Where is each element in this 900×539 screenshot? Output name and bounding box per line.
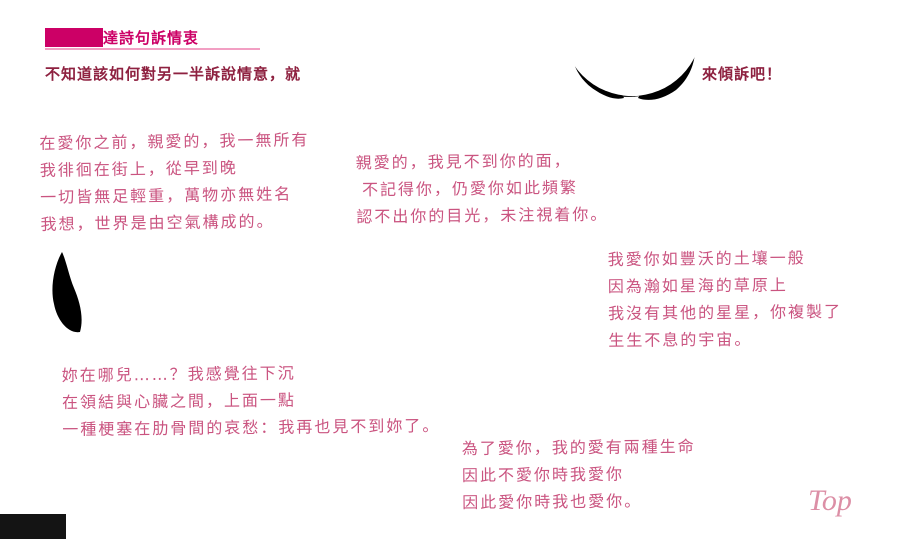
poem-line: 認不出你的目光，未注視着你。 (356, 204, 609, 227)
intro-text-right: 來傾訴吧！ (702, 65, 783, 83)
poem-line: 因此不愛你時我愛你 (461, 464, 625, 486)
poem-line: 因此愛你時我也愛你。 (462, 491, 643, 513)
poem-line: 我徘徊在街上，從早到晚 (39, 158, 238, 180)
ink-blob-graphic (52, 252, 82, 333)
poem-line: 親愛的，我見不到你的面， (355, 151, 572, 173)
poem-block-5: 為了愛你，我的愛有兩種生命 因此不愛你時我愛你 因此愛你時我也愛你。 (462, 433, 697, 516)
intro-text-left: 不知道該如何對另一半訴說情意，就 (45, 65, 302, 83)
poem-block-3: 我愛你如豐沃的土壤一般 因為瀚如星海的草原上 我沒有其他的星星，你複製了 生生不… (608, 244, 843, 354)
poem-block-4: 妳在哪兒……？我感覺往下沉 在領結與心臟之間，上面一點 一種梗塞在肋骨間的哀愁：… (62, 358, 441, 443)
poem-line: 在愛你之前，親愛的，我一無所有 (39, 130, 310, 153)
poem-line: 不記得你，仍愛你如此頻繁 (361, 177, 579, 200)
footer-corner-block (0, 514, 66, 539)
poem-line: 一切皆無足輕重，萬物亦無姓名 (40, 184, 293, 207)
title-underline (45, 48, 260, 50)
poem-line: 我愛你如豐沃的土壤一般 (607, 248, 806, 270)
poem-line: 妳在哪兒……？我感覺往下沉 (61, 363, 296, 385)
back-to-top-link[interactable]: Top (808, 484, 852, 517)
poem-line: 在領結與心臟之間，上面一點 (61, 390, 297, 412)
poem-line: 一種梗塞在肋骨間的哀愁：我再也見不到妳了。 (62, 416, 441, 439)
poem-block-2: 親愛的，我見不到你的面， 不記得你，仍愛你如此頻繁 認不出你的目光，未注視着你。 (356, 147, 609, 231)
poem-line: 因為瀚如星海的草原上 (607, 275, 788, 297)
page-title: 達詩句訴情衷 (103, 29, 200, 47)
poem-line: 我沒有其他的星星，你複製了 (608, 301, 843, 324)
poem-line: 生生不息的宇宙。 (608, 329, 753, 351)
poem-block-1: 在愛你之前，親愛的，我一無所有 我徘徊在街上，從早到晚 一切皆無足輕重，萬物亦無… (39, 126, 310, 238)
poem-line: 我想，世界是由空氣構成的。 (40, 211, 275, 234)
title-marker-block (45, 28, 103, 47)
page-heading: 達詩句訴情衷 (45, 27, 199, 48)
poem-line: 為了愛你，我的愛有兩種生命 (461, 436, 696, 459)
